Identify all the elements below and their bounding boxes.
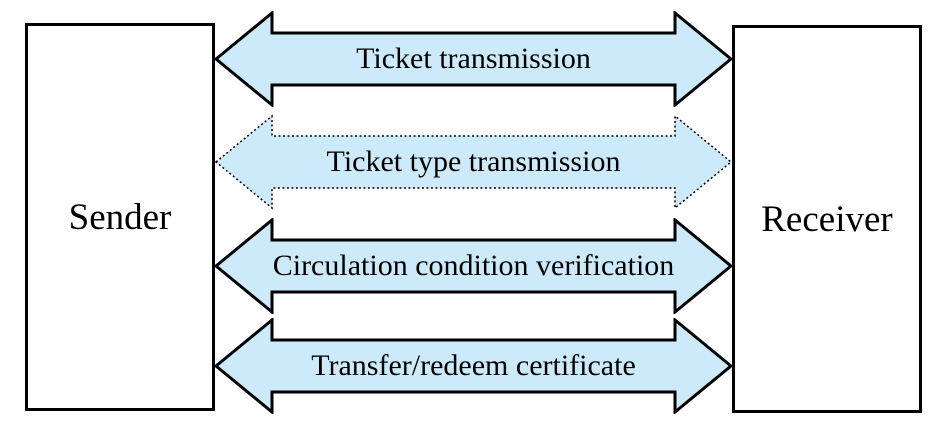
arrow-ticket-transmission: Ticket transmission <box>214 11 733 107</box>
arrow-transfer-redeem-certificate: Transfer/redeem certificate <box>214 318 733 414</box>
double-arrow-icon <box>214 11 733 107</box>
arrow-label-ticket-type-transmission: Ticket type transmission <box>326 145 621 178</box>
arrow-ticket-type-transmission: Ticket type transmission <box>214 114 733 210</box>
arrow-label-ticket-transmission: Ticket transmission <box>356 42 591 75</box>
double-arrow-dotted-icon <box>214 114 733 210</box>
double-arrow-icon <box>214 218 733 314</box>
sender-label: Sender <box>68 196 172 238</box>
sender-box: Sender <box>25 23 215 411</box>
arrow-label-circulation-condition-verification: Circulation condition verification <box>272 249 675 282</box>
receiver-box: Receiver <box>732 25 922 413</box>
receiver-label: Receiver <box>761 198 893 240</box>
arrow-label-transfer-redeem-certificate: Transfer/redeem certificate <box>311 349 636 382</box>
arrow-circulation-condition-verification: Circulation condition verification <box>214 218 733 314</box>
double-arrow-icon <box>214 318 733 414</box>
